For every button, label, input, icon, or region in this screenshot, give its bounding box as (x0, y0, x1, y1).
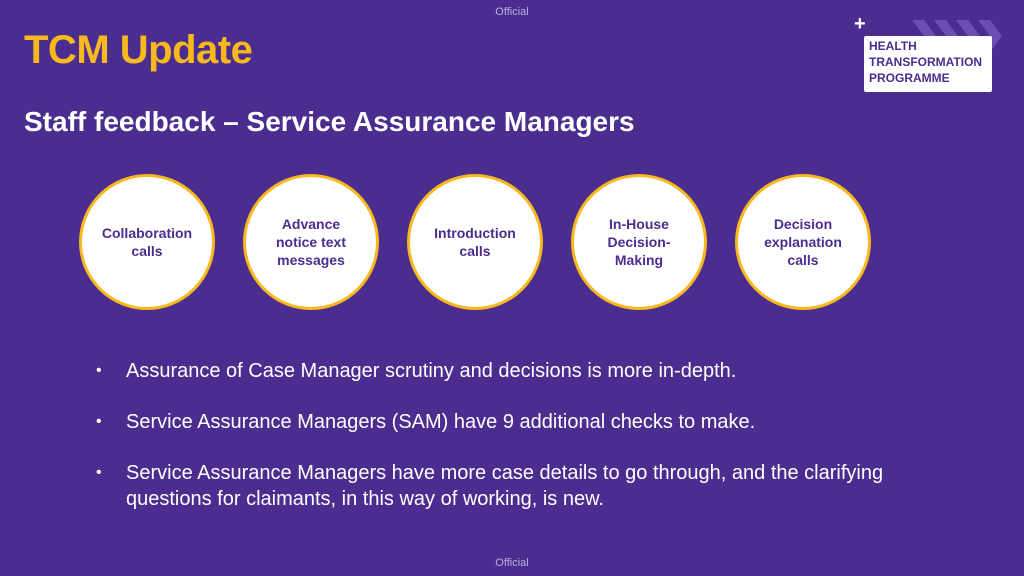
bullet-icon: • (96, 464, 102, 481)
circle-label: Decision explanation calls (764, 216, 842, 268)
circle-label: Collaboration calls (101, 225, 193, 259)
list-item: • Service Assurance Managers have more c… (96, 460, 916, 512)
logo-plate (864, 36, 992, 92)
classification-label-bottom: Official (495, 557, 529, 569)
bullet-text: Assurance of Case Manager scrutiny and d… (126, 360, 737, 382)
plus-icon: + (854, 13, 866, 35)
health-transformation-programme-logo: + HEALTH TRANSFORMATION PROGRAMME (852, 13, 1017, 92)
circle-label: Introduction calls (434, 225, 516, 259)
logo-line: TRANSFORMATION (869, 55, 983, 69)
feedback-bullet-list: • Assurance of Case Manager scrutiny and… (96, 358, 916, 537)
classification-label-top: Official (495, 6, 529, 18)
circle-collaboration-calls: Collaboration calls (79, 174, 215, 310)
bullet-icon: • (96, 362, 102, 379)
page-subtitle: Staff feedback – Service Assurance Manag… (24, 106, 635, 137)
circle-introduction-calls: Introduction calls (407, 174, 543, 310)
bullet-text: Service Assurance Managers have more cas… (126, 462, 884, 510)
circle-advance-notice-text-messages: Advance notice text messages (243, 174, 379, 310)
logo-line: HEALTH (869, 39, 917, 53)
list-item: • Service Assurance Managers (SAM) have … (96, 409, 916, 435)
logo-line: PROGRAMME (869, 71, 950, 85)
page-title: TCM Update (24, 28, 253, 72)
bullet-icon: • (96, 413, 102, 430)
circle-label: In-House Decision-Making (607, 216, 671, 268)
bullet-text: Service Assurance Managers (SAM) have 9 … (126, 411, 756, 433)
circle-in-house-decision-making: In-House Decision-Making (571, 174, 707, 310)
circle-decision-explanation-calls: Decision explanation calls (735, 174, 871, 310)
list-item: • Assurance of Case Manager scrutiny and… (96, 358, 916, 384)
logo-text: HEALTH TRANSFORMATION PROGRAMME (869, 38, 982, 86)
circle-label: Advance notice text messages (275, 216, 346, 268)
